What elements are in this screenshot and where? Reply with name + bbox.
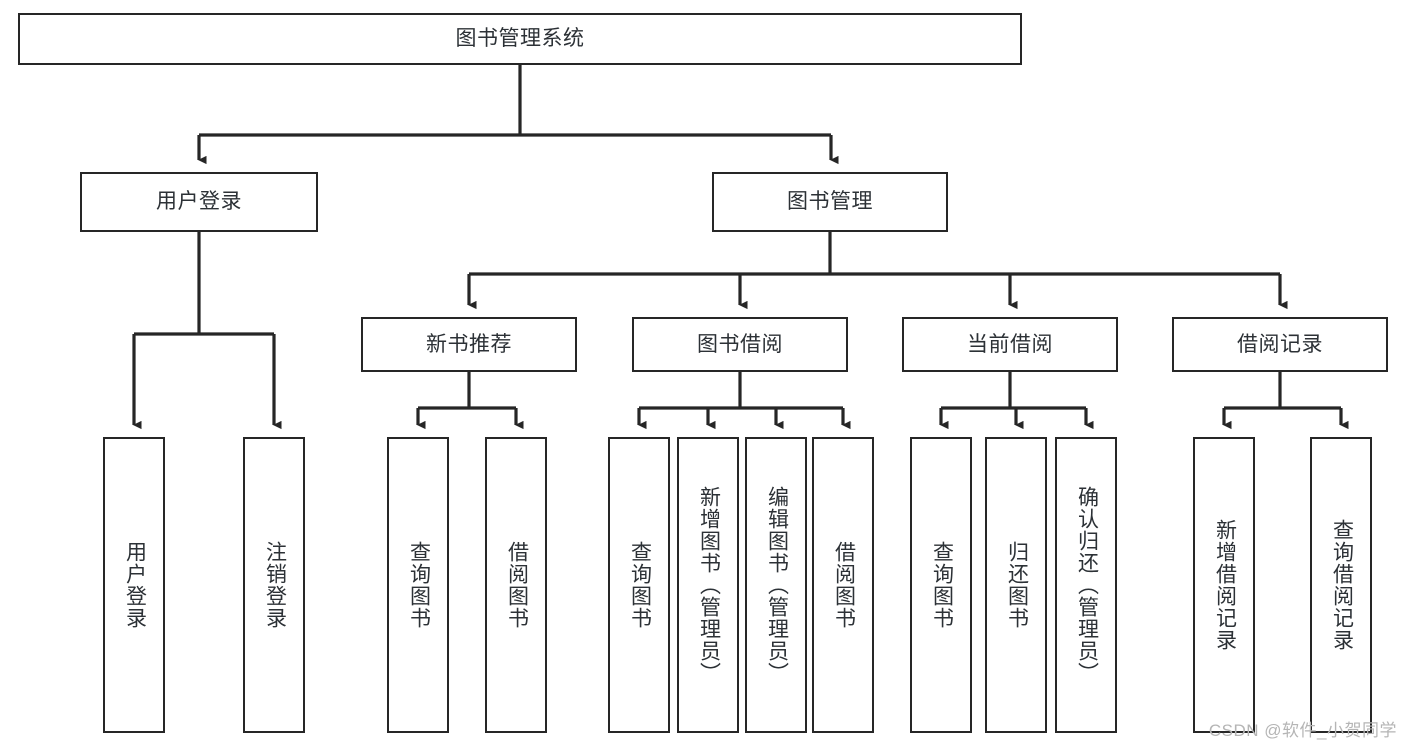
- node-leaf-label: 查询借阅记录: [1330, 519, 1354, 651]
- node-leaf-query-book-1[interactable]: 查询图书: [387, 437, 449, 733]
- node-leaf-label: 编辑图书（管理员）: [765, 486, 789, 684]
- node-leaf-label: 新增图书（管理员）: [697, 486, 721, 684]
- node-leaf-add-book-admin[interactable]: 新增图书（管理员）: [677, 437, 739, 733]
- node-new-book-recommend[interactable]: 新书推荐: [361, 317, 577, 372]
- node-leaf-label: 借阅图书: [832, 541, 856, 629]
- node-leaf-label: 确认归还（管理员）: [1075, 486, 1099, 684]
- node-leaf-logout[interactable]: 注销登录: [243, 437, 305, 733]
- node-leaf-edit-book-admin[interactable]: 编辑图书（管理员）: [745, 437, 807, 733]
- node-leaf-query-book-3[interactable]: 查询图书: [910, 437, 972, 733]
- node-book-borrow[interactable]: 图书借阅: [632, 317, 848, 372]
- node-borrow-record[interactable]: 借阅记录: [1172, 317, 1388, 372]
- node-leaf-query-book-2[interactable]: 查询图书: [608, 437, 670, 733]
- node-leaf-query-borrow-record[interactable]: 查询借阅记录: [1310, 437, 1372, 733]
- node-leaf-borrow-book-2[interactable]: 借阅图书: [812, 437, 874, 733]
- node-leaf-borrow-book-1[interactable]: 借阅图书: [485, 437, 547, 733]
- node-leaf-confirm-return-admin[interactable]: 确认归还（管理员）: [1055, 437, 1117, 733]
- node-leaf-label: 新增借阅记录: [1213, 519, 1237, 651]
- node-current-borrow[interactable]: 当前借阅: [902, 317, 1118, 372]
- node-leaf-label: 用户登录: [123, 541, 147, 629]
- csdn-watermark: CSDN @软件_小贺同学: [1208, 721, 1397, 740]
- node-user-login[interactable]: 用户登录: [80, 172, 318, 232]
- node-leaf-label: 借阅图书: [505, 541, 529, 629]
- node-leaf-label: 查询图书: [407, 541, 431, 629]
- node-leaf-label: 归还图书: [1005, 541, 1029, 629]
- node-leaf-label: 查询图书: [930, 541, 954, 629]
- node-leaf-label: 查询图书: [628, 541, 652, 629]
- node-root-system[interactable]: 图书管理系统: [18, 13, 1022, 65]
- node-book-management[interactable]: 图书管理: [712, 172, 948, 232]
- node-leaf-add-borrow-record[interactable]: 新增借阅记录: [1193, 437, 1255, 733]
- node-leaf-user-login[interactable]: 用户登录: [103, 437, 165, 733]
- node-leaf-label: 注销登录: [263, 541, 287, 629]
- node-leaf-return-book[interactable]: 归还图书: [985, 437, 1047, 733]
